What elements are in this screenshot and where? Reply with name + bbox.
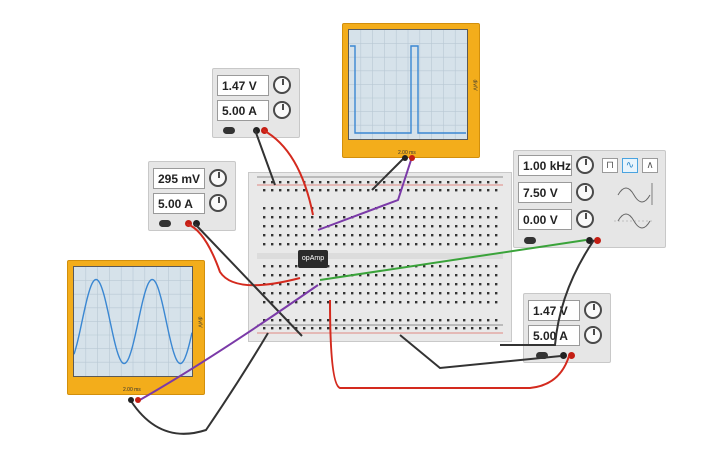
current-display: 5.00 A	[528, 325, 580, 346]
power-supply-top[interactable]: 1.47 V 5.00 A	[212, 68, 300, 138]
power-supply-left[interactable]: 295 mV 5.00 A	[148, 161, 236, 231]
sine-wave-icon[interactable]: ∿	[622, 158, 638, 173]
power-toggle[interactable]	[223, 127, 235, 134]
power-supply-bottom-right[interactable]: 1.47 V 5.00 A	[523, 293, 611, 363]
current-display: 5.00 A	[217, 100, 269, 121]
positive-terminal[interactable]	[185, 220, 192, 227]
frequency-display: 1.00 kHz	[518, 155, 572, 176]
current-knob[interactable]	[273, 101, 291, 119]
square-wave-icon[interactable]: ⊓	[602, 158, 618, 173]
volts-per-div-label: div/V	[196, 316, 203, 328]
power-toggle[interactable]	[159, 220, 171, 227]
current-display: 5.00 A	[153, 193, 205, 214]
positive-terminal[interactable]	[568, 352, 575, 359]
oscilloscope-top[interactable]: 2.00 ms div/V	[342, 23, 480, 158]
voltage-knob[interactable]	[209, 169, 227, 187]
volts-per-div-label: div/V	[471, 79, 478, 91]
waveform-preview-graphics	[614, 183, 654, 229]
function-generator[interactable]: 1.00 kHz 7.50 V 0.00 V ⊓ ∿ ∧	[513, 150, 666, 248]
probe-terminal	[128, 397, 134, 403]
power-toggle[interactable]	[524, 237, 536, 244]
offset-knob[interactable]	[576, 210, 594, 228]
voltage-knob[interactable]	[273, 76, 291, 94]
amplitude-display: 7.50 V	[518, 182, 572, 203]
opamp-chip[interactable]: opAmp	[298, 250, 328, 268]
breadboard[interactable]	[248, 172, 512, 342]
negative-terminal[interactable]	[586, 237, 593, 244]
triangle-wave-icon[interactable]: ∧	[642, 158, 658, 173]
frequency-knob[interactable]	[576, 156, 594, 174]
current-knob[interactable]	[209, 194, 227, 212]
negative-terminal[interactable]	[193, 220, 200, 227]
timebase-label: 2.00 ms	[398, 150, 416, 156]
timebase-label: 2.00 ms	[123, 387, 141, 393]
amplitude-knob[interactable]	[576, 183, 594, 201]
offset-display: 0.00 V	[518, 209, 572, 230]
voltage-knob[interactable]	[584, 301, 602, 319]
square-trace	[349, 30, 467, 139]
breadboard-holes	[257, 176, 503, 334]
oscilloscope-screen	[73, 266, 193, 377]
positive-terminal[interactable]	[594, 237, 601, 244]
voltage-display: 1.47 V	[528, 300, 580, 321]
oscilloscope-bottom-left[interactable]: 2.00 ms div/V	[67, 260, 205, 395]
sine-trace	[74, 267, 192, 376]
current-knob[interactable]	[584, 326, 602, 344]
negative-terminal[interactable]	[560, 352, 567, 359]
negative-terminal[interactable]	[253, 127, 260, 134]
power-toggle[interactable]	[536, 352, 548, 359]
voltage-display: 1.47 V	[217, 75, 269, 96]
positive-terminal[interactable]	[261, 127, 268, 134]
probe-terminal	[135, 397, 141, 403]
voltage-display: 295 mV	[153, 168, 205, 189]
oscilloscope-screen	[348, 29, 468, 140]
